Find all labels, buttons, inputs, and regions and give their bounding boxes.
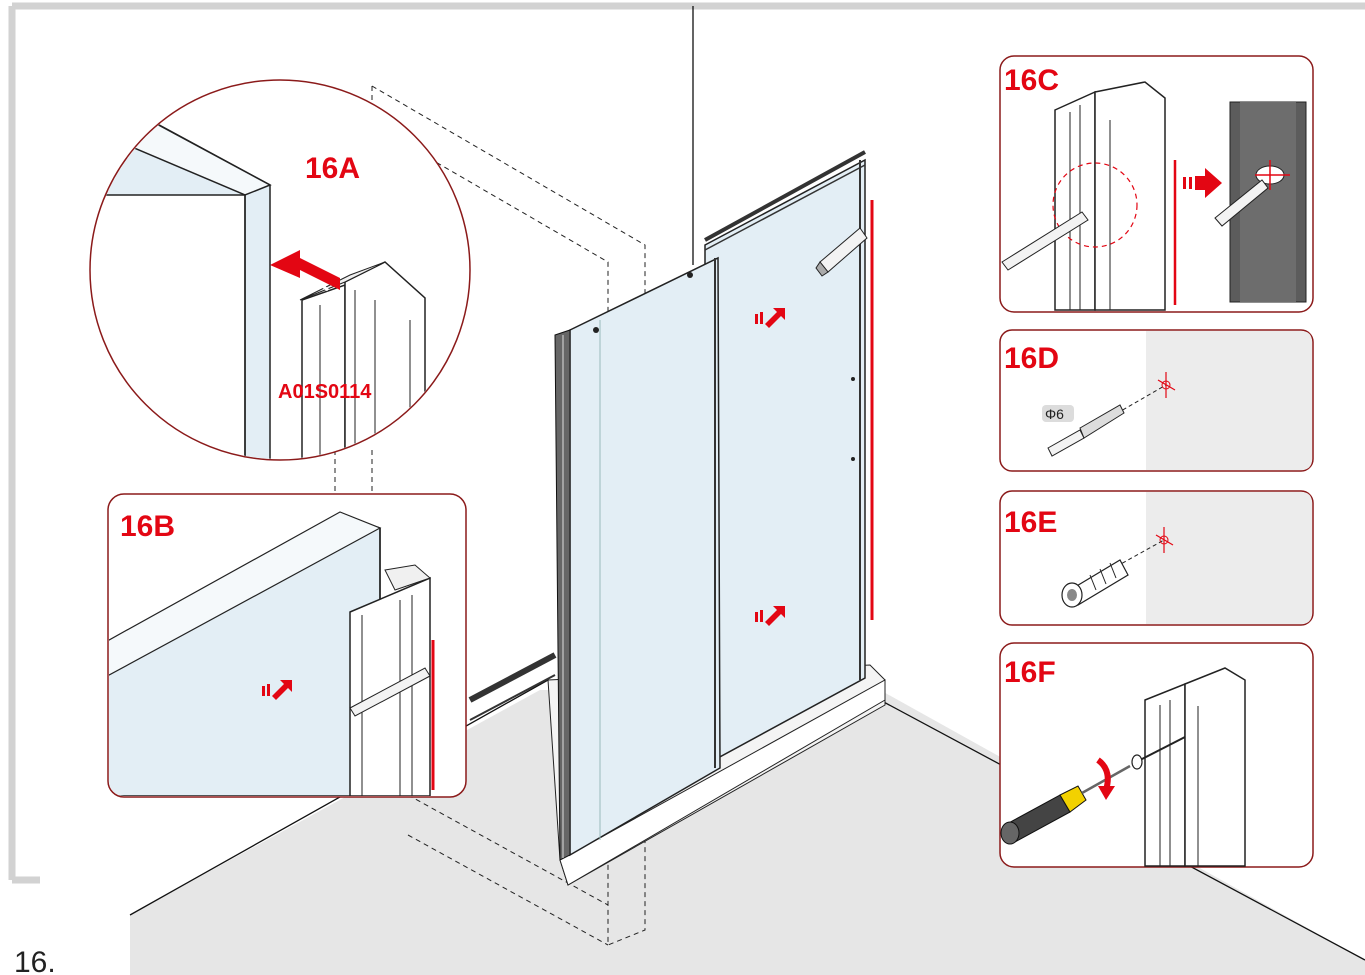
detail-16f-label: 16F	[1004, 656, 1056, 689]
drill-bit-icon	[1047, 404, 1125, 457]
detail-16b: 16B	[107, 493, 467, 798]
wall-plug-icon	[1061, 559, 1129, 608]
detail-16e-label: 16E	[1004, 506, 1057, 539]
pencil-icon	[1214, 179, 1269, 227]
step-number: 16.	[14, 946, 56, 975]
detail-16b-label: 16B	[120, 510, 175, 543]
screw-icon	[1131, 736, 1186, 770]
detail-16c: 16C	[999, 55, 1314, 313]
part-code-label: A01S0114	[278, 381, 372, 403]
arrow-icon	[1183, 168, 1222, 198]
sliding-glass-door	[569, 256, 721, 857]
pencil-icon	[1001, 211, 1089, 271]
detail-16c-label: 16C	[1004, 64, 1059, 97]
detail-16d-label: 16D	[1004, 342, 1059, 375]
detail-16d: Φ6 16D	[999, 329, 1314, 472]
pencil-icon	[815, 227, 868, 277]
detail-16f: 16F	[999, 642, 1314, 868]
detail-16a: 16A A01S0114	[89, 79, 471, 461]
detail-16e: 16E	[999, 490, 1314, 626]
drill-size-label: Φ6	[1045, 406, 1064, 422]
arrow-icon	[270, 250, 340, 292]
page-border	[8, 2, 1365, 884]
top-rail	[704, 150, 866, 242]
pencil-icon	[349, 667, 431, 717]
detail-16a-label: 16A	[305, 152, 360, 185]
